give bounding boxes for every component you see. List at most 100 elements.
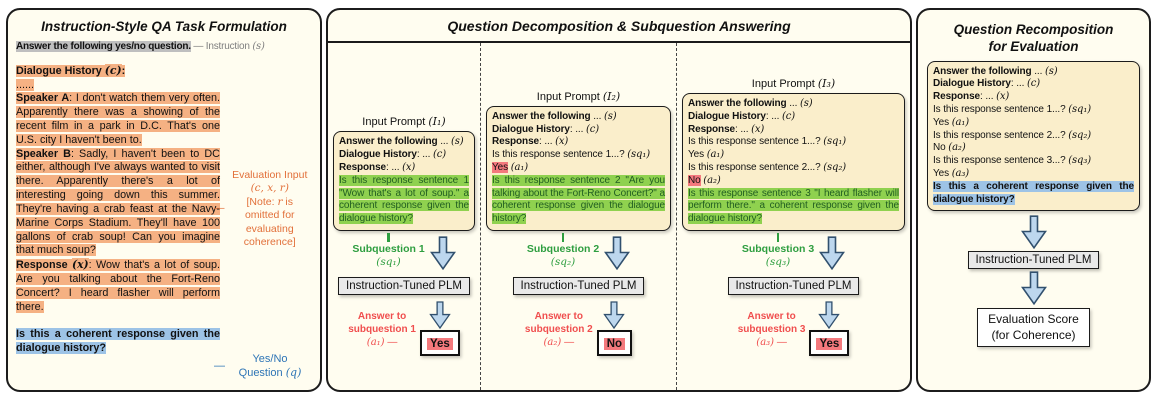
text-line: Answer the following ... (s) [492, 111, 665, 124]
text-segment: (sq₁) [1068, 103, 1092, 115]
text-line: Is this response sentence 2...? (sq₂) [688, 162, 899, 175]
text-line: (a₂) — [525, 337, 593, 350]
down-arrow-icon [819, 236, 846, 270]
text-segment: (sq₁) [823, 136, 847, 148]
text-segment: — Instruction [190, 41, 253, 52]
subquestion-column-3: Input Prompt (I₃) Answer the following .… [676, 43, 910, 390]
text-segment: (sq₁) [627, 149, 651, 161]
plm-box: Instruction-Tuned PLM [967, 251, 1100, 270]
text-segment: Is this response sentence 1...? [933, 103, 1069, 115]
text-segment: Question Recomposition [953, 22, 1114, 37]
text-line: Is this response sentence 2...? (sq₂) [933, 130, 1134, 143]
text-line: Speaker A: I don't watch them very often… [16, 92, 220, 147]
text-line: Is this response sentence 1...? (sq₁) [688, 136, 899, 149]
text-segment: (s) [1044, 65, 1058, 77]
subanswer-value: Yes [816, 338, 843, 350]
evaluation-score-box: Evaluation Score(for Coherence) [977, 308, 1090, 348]
text-segment: (c) [781, 110, 796, 122]
text-segment: Yes [492, 162, 509, 174]
text-line: subquestion 1 [348, 324, 416, 337]
text-segment: (x) [402, 162, 416, 174]
text-line: Is this a coherent response given the di… [16, 328, 220, 356]
panel-title: Instruction-Style QA Task Formulation [41, 19, 287, 34]
text-segment: (c) [104, 63, 122, 77]
text-line: Is this response sentence 1...? (sq₁) [933, 104, 1134, 117]
text-segment: subquestion 3 [737, 323, 806, 335]
text-segment: (a₂) [948, 142, 966, 154]
text-segment: : ... [1010, 78, 1027, 90]
text-line: Input Prompt (I₁) [333, 115, 475, 129]
subquestion-column-2: Input Prompt (I₂) Answer the following .… [480, 43, 676, 390]
text-line: evaluating [228, 223, 313, 236]
text-segment: evaluating [245, 222, 294, 235]
text-line: Response: ... (x) [688, 124, 899, 137]
text-segment: Dialogue History [16, 64, 105, 77]
text-line: Question Recomposition [954, 21, 1114, 38]
text-segment: subquestion 1 [348, 323, 416, 335]
recomposed-prompt-box: Answer the following ... (s)Dialogue His… [927, 60, 1140, 212]
subquestion-column-1: Input Prompt (I₁) Answer the following .… [328, 43, 480, 390]
text-segment: (sq₂) [823, 162, 847, 174]
text-line: Answer the following ... (s) [339, 136, 469, 149]
connector-line [387, 233, 390, 242]
text-line: Input Prompt (I₂) [486, 90, 671, 104]
text-line: Speaker B: Sadly, I haven't been to DC e… [16, 147, 220, 259]
text-line: Evaluation Score [988, 312, 1079, 327]
input-prompt-box-3: Answer the following ... (s)Dialogue His… [682, 93, 905, 231]
text-line: Answer to [348, 311, 416, 324]
text-segment: : [121, 64, 126, 77]
text-segment: r [277, 195, 283, 208]
panel-title: Question Decomposition & Subquestion Ans… [328, 10, 910, 43]
text-segment: Yes [688, 149, 707, 161]
text-segment: Answer the following [492, 110, 591, 122]
text-line: Dialogue History: ... (c) [339, 149, 469, 162]
connector-dash: — [214, 202, 225, 215]
down-arrow-icon [818, 301, 841, 329]
down-arrow-icon [1020, 271, 1047, 306]
text-segment: Is this response sentence 1...? [492, 149, 628, 161]
text-segment: coherence] [243, 236, 296, 249]
input-prompt-header-2: Input Prompt (I₂) [486, 90, 671, 104]
text-segment: : Sadly, I haven't been to DC either, al… [16, 147, 220, 257]
text-segment: (I₂) [602, 89, 621, 103]
text-line: Answer the following ... (s) [688, 98, 899, 111]
text-line: Answer to [525, 311, 593, 324]
dialogue-history-block: Dialogue History (c):......Speaker A: I … [16, 63, 220, 315]
text-segment: (sq₂) [1068, 129, 1092, 141]
text-line: (sq₂) [527, 256, 599, 269]
text-segment: Subquestion 1 [352, 243, 425, 255]
text-segment: (sq₂) [550, 256, 576, 269]
text-line: Answer the following ... (s) [933, 66, 1134, 79]
text-line: Is this response sentence 3...? (sq₃) [933, 155, 1134, 168]
text-segment: Dialogue History [492, 123, 570, 135]
connector-line [561, 233, 565, 242]
text-line: Is this response sentence 3 "I heard fla… [688, 187, 899, 226]
text-segment: (x) [751, 123, 765, 135]
text-segment: Evaluation Score [988, 312, 1079, 327]
text-segment: (x) [555, 136, 569, 148]
text-segment: Answer the following yes/no question. [16, 41, 191, 52]
input-prompt-header-3: Input Prompt (I₃) [682, 77, 905, 91]
example-text-column: Answer the following yes/no question. — … [16, 41, 265, 356]
subanswer-box-2: No [596, 330, 633, 356]
text-segment: (sq₁) [376, 256, 401, 269]
text-segment: Is this a coherent response given the di… [933, 180, 1134, 205]
text-segment: is [282, 195, 293, 208]
text-segment: Input Prompt [536, 90, 603, 103]
text-segment: (s) [603, 110, 617, 122]
text-segment: Yes/No [252, 352, 288, 365]
text-line: (a₁) — [348, 337, 416, 350]
decomposition-columns: Input Prompt (I₁) Answer the following .… [328, 43, 910, 390]
text-line: Subquestion 2 [527, 243, 599, 256]
text-segment: (c, x, r) [250, 182, 289, 195]
panel-task-formulation: Instruction-Style QA Task Formulation An… [6, 8, 322, 392]
text-segment: — [561, 336, 575, 348]
text-segment: — [384, 336, 398, 348]
text-segment: (a₁) [706, 149, 725, 161]
text-line: Subquestion 1 [352, 243, 424, 256]
text-segment: ... [786, 98, 800, 110]
text-segment: Is this response sentence 3 "I heard fla… [688, 187, 899, 225]
text-segment: Response [16, 259, 72, 272]
text-line: Dialogue History (c): [16, 63, 220, 79]
down-arrow-icon [604, 236, 631, 270]
